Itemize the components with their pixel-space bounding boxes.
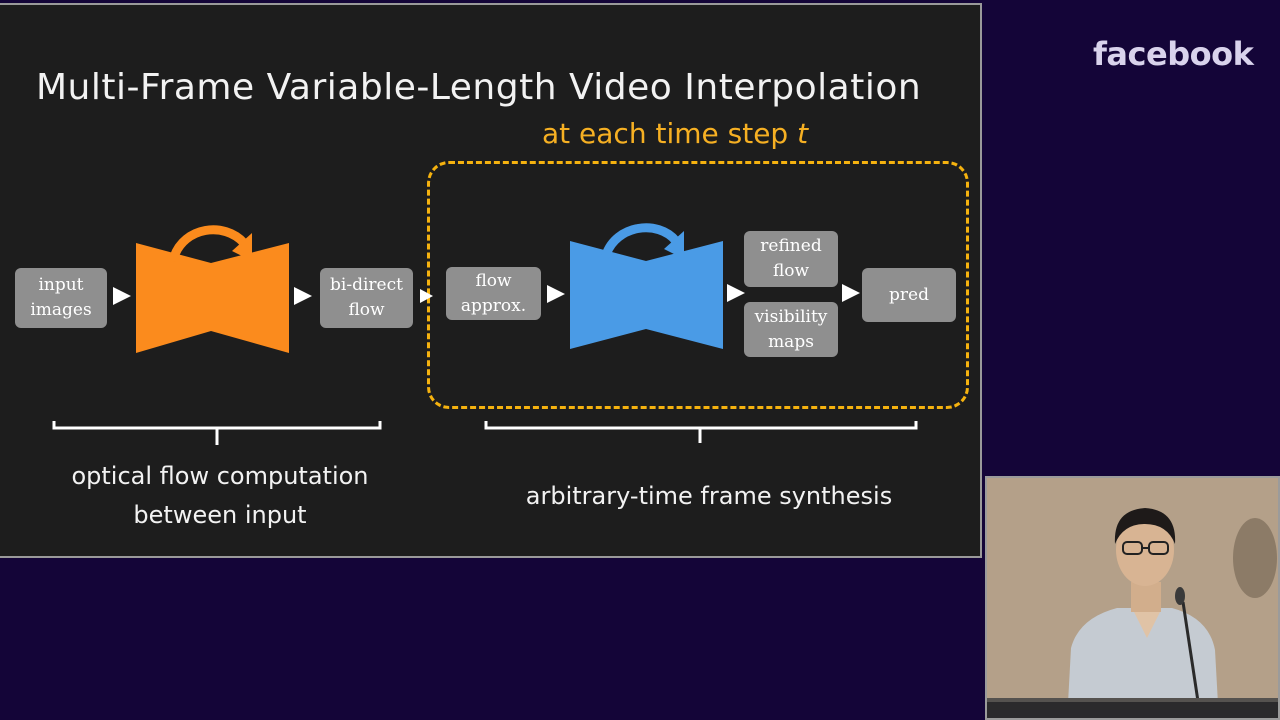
right-bracket-icon (484, 421, 918, 443)
right-caption: arbitrary-time frame synthesis (525, 482, 893, 510)
bidirect-flow-line1: bi-direct (330, 275, 403, 295)
left-caption: optical flow computation between input (42, 457, 398, 535)
input-images-box: input images (15, 268, 107, 328)
time-step-text: at each time step (542, 117, 789, 150)
visibility-maps-line1: visibility (754, 306, 828, 327)
arrow-right-icon (420, 289, 433, 303)
arrow-right-icon (727, 284, 745, 302)
time-variable: t (797, 117, 809, 150)
flow-approx-line1: flow (475, 270, 512, 291)
arrow-right-icon (113, 287, 131, 305)
left-caption-line1: optical flow computation (71, 462, 369, 490)
pred-label: pred (889, 284, 929, 305)
input-images-line1: input (38, 275, 84, 295)
refined-flow-line1: refined (760, 236, 822, 256)
visibility-maps-box: visibility maps (744, 302, 838, 357)
left-bracket-icon (52, 421, 382, 445)
frame-synthesis-network-icon (570, 223, 723, 349)
facebook-logo: facebook (1093, 35, 1254, 73)
time-step-label: at each time step t (542, 117, 808, 150)
arrow-right-icon (842, 284, 860, 302)
bidirect-flow-line2: flow (348, 300, 385, 320)
presentation-slide: Multi-Frame Variable-Length Video Interp… (0, 3, 982, 558)
flow-approx-line2: approx. (460, 295, 527, 316)
slide-title: Multi-Frame Variable-Length Video Interp… (36, 67, 922, 108)
bidirect-flow-box: bi-direct flow (320, 268, 413, 328)
pred-box: pred (862, 268, 956, 322)
speaker-video-icon (987, 478, 1278, 718)
arrow-right-icon (294, 287, 312, 305)
refined-flow-box: refined flow (744, 231, 838, 287)
flow-computation-network-icon (136, 225, 289, 353)
synthesis-dashed-region (427, 161, 969, 409)
left-caption-line2: between input (133, 501, 307, 529)
visibility-maps-line2: maps (768, 331, 814, 352)
flow-approx-box: flow approx. (446, 267, 541, 320)
input-images-line2: images (30, 300, 92, 320)
refined-flow-line2: flow (772, 261, 810, 281)
arrow-right-icon (547, 285, 565, 303)
speaker-camera-view (985, 476, 1280, 720)
